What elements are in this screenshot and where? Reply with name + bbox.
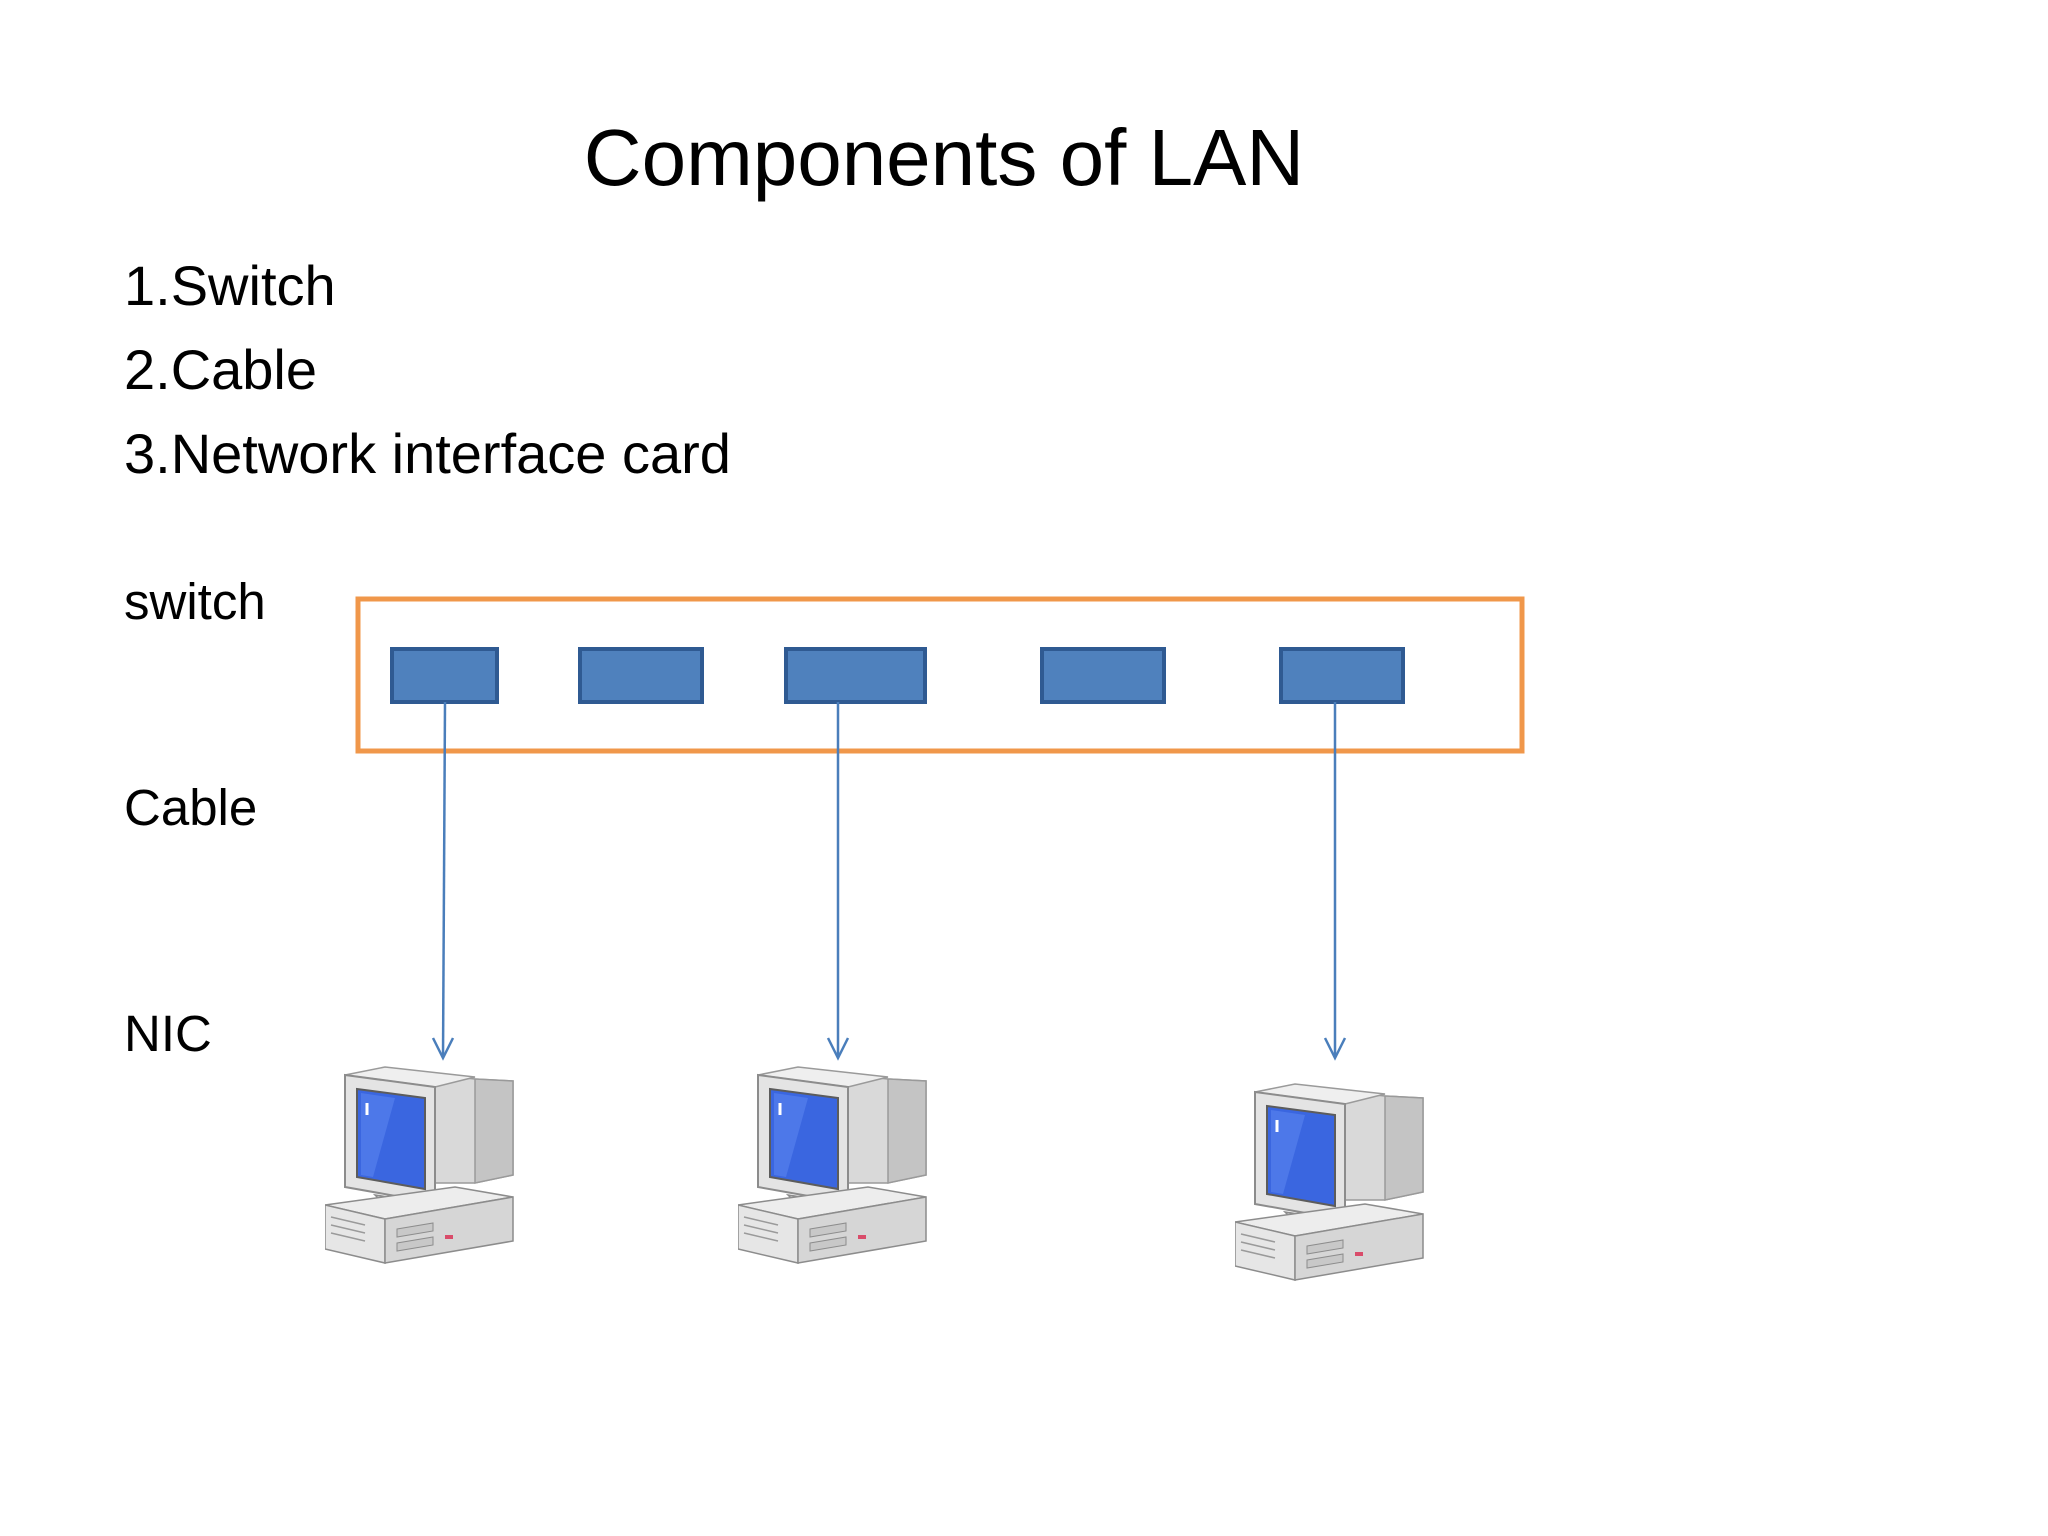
switch-port	[390, 647, 499, 704]
list-item-cable: 2.Cable	[124, 338, 318, 401]
desktop-computer-icon	[325, 1065, 515, 1265]
switch-port	[1279, 647, 1405, 704]
cable	[431, 701, 455, 1061]
switch-ports	[390, 647, 1405, 704]
slide-title: Components of LAN	[583, 113, 1305, 202]
arrow-down-icon	[826, 1037, 850, 1061]
switch-port	[784, 647, 927, 704]
label-cable: Cable	[124, 779, 258, 836]
cable	[826, 702, 850, 1061]
cable	[1323, 702, 1347, 1061]
list-item-nic: 3.Network interface card	[124, 422, 731, 485]
component-list: 1.Switch 2.Cable 3.Network interface car…	[124, 244, 731, 496]
switch-port	[578, 647, 704, 704]
desktop-computer-icon	[738, 1065, 928, 1265]
arrow-down-icon	[431, 1037, 455, 1061]
cables	[431, 701, 1347, 1061]
switch-port	[1040, 647, 1166, 704]
label-switch: switch	[124, 573, 266, 630]
arrow-down-icon	[1323, 1037, 1347, 1061]
list-item-switch: 1.Switch	[124, 254, 336, 317]
switch-box	[355, 596, 1525, 754]
desktop-computer-icon	[1235, 1082, 1425, 1282]
label-nic: NIC	[124, 1005, 212, 1062]
